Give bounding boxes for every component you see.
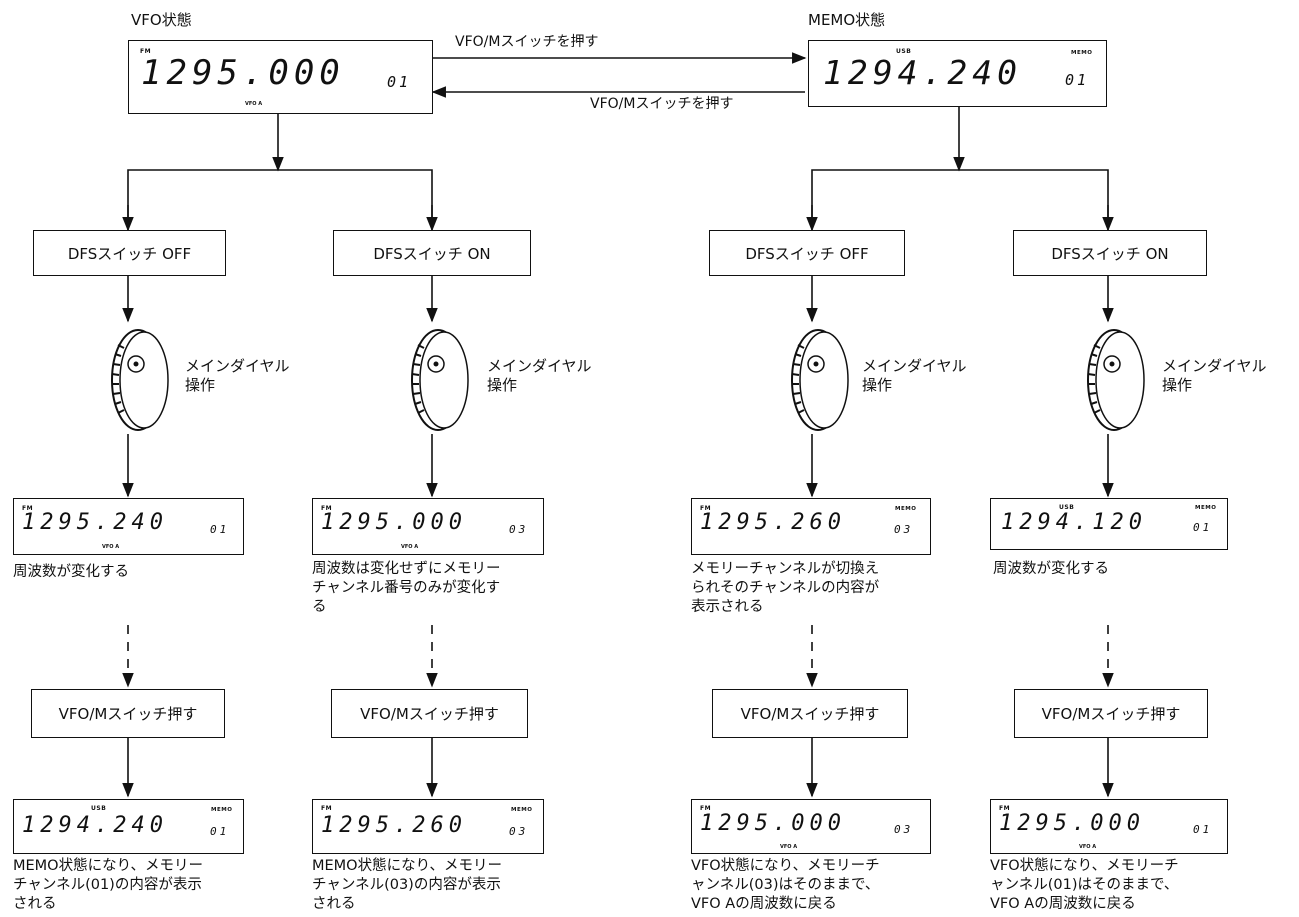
memo-state-label: MEMO状態 bbox=[808, 11, 886, 29]
display-channel: 03 bbox=[509, 523, 529, 536]
bottom-description: VFO状態になり、メモリーチ ャンネル(03)はそのままで、 VFO Aの周波数… bbox=[691, 858, 880, 912]
mid-display: FM 1295.000 03 VFO A bbox=[312, 498, 544, 555]
display-channel: 01 bbox=[1065, 71, 1090, 89]
dfs-switch-off-box: DFSスイッチ OFF bbox=[709, 230, 905, 276]
display-vfo-a: VFO A bbox=[245, 101, 263, 107]
display-channel: 01 bbox=[387, 73, 412, 91]
dial-operation-label: メインダイヤル 操作 bbox=[487, 357, 592, 394]
display-vfo-a: VFO A bbox=[401, 544, 419, 550]
mid-display: FM MEMO 1295.260 03 bbox=[691, 498, 931, 555]
display-mode: FM bbox=[321, 505, 333, 512]
main-dial-icon bbox=[791, 329, 849, 431]
display-frequency: 1295.260 bbox=[321, 813, 467, 838]
display-channel: 01 bbox=[1193, 823, 1213, 836]
display-mode: FM bbox=[700, 805, 712, 812]
bottom-display: USB MEMO 1294.240 01 bbox=[13, 799, 244, 854]
display-vfo-a: VFO A bbox=[780, 844, 798, 850]
display-mode: FM bbox=[140, 48, 152, 55]
display-memo: MEMO bbox=[895, 506, 917, 512]
bottom-display: FM 1295.000 03 VFO A bbox=[691, 799, 931, 854]
bottom-display: FM 1295.000 01 VFO A bbox=[990, 799, 1228, 854]
display-memo: MEMO bbox=[511, 807, 533, 813]
vfo-state-label: VFO状態 bbox=[131, 11, 192, 29]
display-mode: FM bbox=[700, 505, 712, 512]
bottom-description: MEMO状態になり、メモリー チャンネル(03)の内容が表示 される bbox=[312, 858, 503, 912]
vfo-m-switch-box: VFO/Mスイッチ押す bbox=[712, 689, 908, 738]
main-dial-icon bbox=[1087, 329, 1145, 431]
mid-description: 周波数が変化する bbox=[993, 561, 1109, 577]
switch-label-top: VFO/Mスイッチを押す bbox=[455, 34, 599, 50]
display-mode: USB bbox=[1059, 504, 1075, 511]
display-memo: MEMO bbox=[211, 807, 233, 813]
display-channel: 03 bbox=[509, 825, 529, 838]
display-vfo-a: VFO A bbox=[102, 544, 120, 550]
display-mode: FM bbox=[321, 805, 333, 812]
display-channel: 03 bbox=[894, 823, 914, 836]
bottom-description: VFO状態になり、メモリーチ ャンネル(01)はそのままで、 VFO Aの周波数… bbox=[990, 858, 1179, 912]
display-frequency: 1295.260 bbox=[700, 510, 846, 535]
vfo-top-display: FM 1295.000 01 VFO A bbox=[128, 40, 433, 114]
mid-display: USB MEMO 1294.120 01 bbox=[990, 498, 1228, 550]
display-frequency: 1295.000 bbox=[999, 811, 1145, 836]
display-channel: 01 bbox=[1193, 521, 1213, 534]
main-dial-icon bbox=[111, 329, 169, 431]
memo-top-display: USB MEMO 1294.240 01 bbox=[808, 40, 1107, 107]
main-dial-icon bbox=[411, 329, 469, 431]
display-channel: 01 bbox=[210, 523, 230, 536]
dfs-switch-on-box: DFSスイッチ ON bbox=[333, 230, 531, 276]
mid-description: 周波数が変化する bbox=[13, 564, 129, 580]
display-memo: MEMO bbox=[1195, 505, 1217, 511]
display-frequency: 1294.240 bbox=[22, 813, 168, 838]
mid-description: 周波数は変化せずにメモリー チャンネル番号のみが変化す る bbox=[312, 561, 501, 615]
display-frequency: 1295.000 bbox=[141, 53, 345, 93]
vfo-m-switch-box: VFO/Mスイッチ押す bbox=[331, 689, 528, 738]
display-channel: 03 bbox=[894, 523, 914, 536]
vfo-m-switch-box: VFO/Mスイッチ押す bbox=[1014, 689, 1208, 738]
display-mode: USB bbox=[91, 805, 107, 812]
dial-operation-label: メインダイヤル 操作 bbox=[185, 357, 290, 394]
display-memo: MEMO bbox=[1071, 50, 1093, 56]
display-vfo-a: VFO A bbox=[1079, 844, 1097, 850]
display-frequency: 1295.000 bbox=[321, 510, 467, 535]
display-frequency: 1295.240 bbox=[22, 510, 168, 535]
display-mode: FM bbox=[999, 805, 1011, 812]
vfo-m-switch-box: VFO/Mスイッチ押す bbox=[31, 689, 225, 738]
mid-display: FM 1295.240 01 VFO A bbox=[13, 498, 244, 555]
display-frequency: 1295.000 bbox=[700, 811, 846, 836]
dfs-switch-on-box: DFSスイッチ ON bbox=[1013, 230, 1207, 276]
dial-operation-label: メインダイヤル 操作 bbox=[1162, 357, 1267, 394]
display-channel: 01 bbox=[210, 825, 230, 838]
mid-description: メモリーチャンネルが切換え られそのチャンネルの内容が 表示される bbox=[691, 561, 880, 615]
display-mode: FM bbox=[22, 505, 34, 512]
display-mode: USB bbox=[896, 48, 912, 55]
display-frequency: 1294.240 bbox=[823, 53, 1022, 92]
dfs-switch-off-box: DFSスイッチ OFF bbox=[33, 230, 226, 276]
bottom-display: FM MEMO 1295.260 03 bbox=[312, 799, 544, 854]
display-frequency: 1294.120 bbox=[1001, 510, 1147, 535]
switch-label-bottom: VFO/Mスイッチを押す bbox=[590, 96, 734, 112]
dial-operation-label: メインダイヤル 操作 bbox=[862, 357, 967, 394]
bottom-description: MEMO状態になり、メモリー チャンネル(01)の内容が表示 される bbox=[13, 858, 204, 912]
